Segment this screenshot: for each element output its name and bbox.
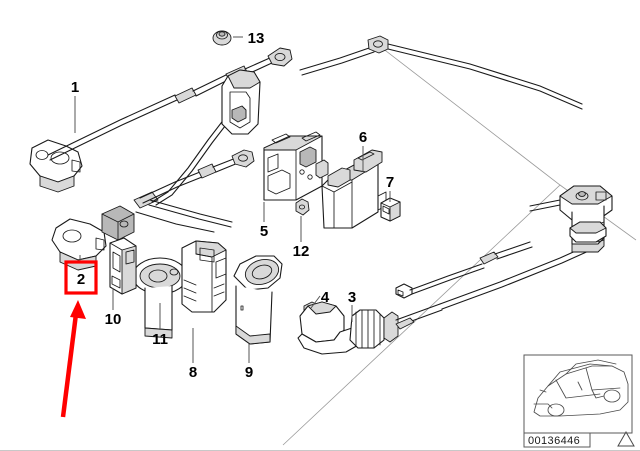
upper-right-cable-run — [299, 35, 583, 110]
callout-11: 11 — [152, 331, 168, 348]
upper-right-connector-stub — [569, 221, 607, 243]
right-connector-block — [529, 185, 613, 253]
part-3-rubber-boot-corrugated — [297, 301, 443, 355]
callout-7: 7 — [386, 174, 394, 191]
highlight-box-callout-2 — [64, 260, 98, 295]
callout-10: 10 — [105, 311, 122, 328]
diagram-id: 00136446 — [528, 435, 580, 447]
callout-13: 13 — [248, 30, 265, 47]
part-8-terminal-cover-large — [181, 240, 227, 313]
callout-1: 1 — [71, 79, 79, 96]
callout-12: 12 — [293, 243, 310, 260]
part-5-fuse-box-housing — [263, 131, 329, 201]
callout-8: 8 — [189, 364, 197, 381]
callout-6: 6 — [359, 129, 367, 146]
highlight-arrow — [60, 300, 86, 418]
part-12-hex-nut-small — [295, 198, 310, 216]
part-6-fuse-box-cover — [321, 149, 387, 229]
callout-numbers: 1 2 3 4 5 6 7 8 9 10 11 12 13 — [71, 30, 394, 381]
callout-3: 3 — [348, 289, 356, 306]
part-10-cable-holder-bracket — [109, 237, 137, 295]
callout-9: 9 — [245, 364, 253, 381]
callout-5: 5 — [260, 223, 268, 240]
callout-leaders — [74, 36, 391, 363]
callout-2: 2 — [77, 271, 85, 288]
part-2-battery-negative-cable — [51, 113, 255, 271]
triangle-marker — [617, 430, 635, 447]
part-11-cable-grommet-round — [132, 257, 188, 339]
vehicle-thumbnail-inset: 00136446 — [523, 354, 635, 448]
part-7-retaining-clip — [380, 197, 401, 222]
right-long-cable-run — [395, 239, 603, 330]
part-13-hex-flange-nut — [212, 30, 232, 46]
callout-4: 4 — [321, 289, 330, 306]
part-9-cable-grommet-oval — [233, 255, 283, 345]
harness-passthrough-boot — [221, 69, 261, 135]
